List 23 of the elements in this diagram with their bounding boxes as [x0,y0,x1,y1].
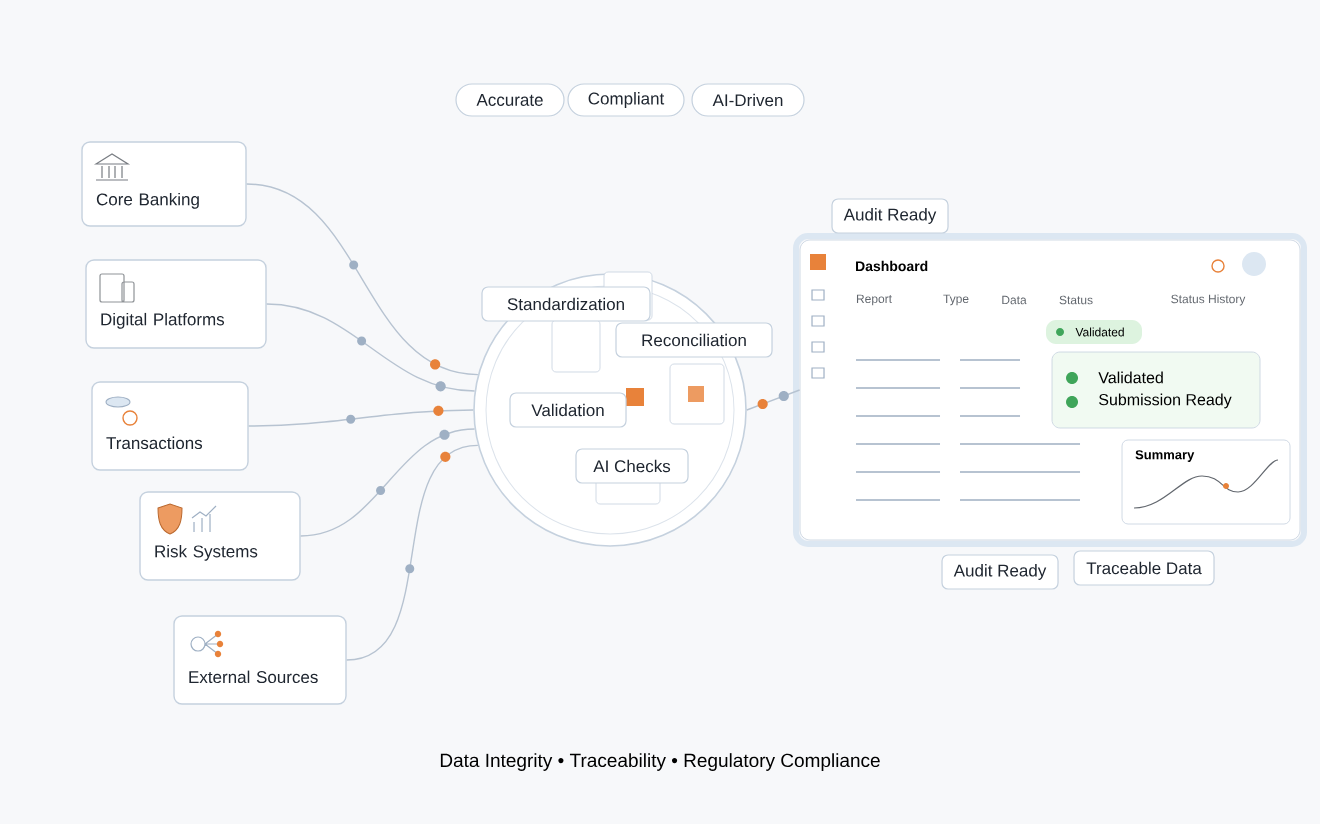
source-card: External Sources [173,615,347,705]
tag-pill: Compliant [567,83,685,117]
tag-label: Audit Ready [941,554,1059,590]
source-card: Transactions [91,381,249,471]
tag-label: Audit Ready [831,198,949,234]
connector-line [346,444,479,661]
step-label: Reconciliation [615,322,773,358]
tag-label: Traceable Data [1073,550,1215,586]
connector-line [300,428,476,537]
connector-line [246,183,479,376]
caption: Data Integrity • Traceability • Regulatory Compliance [440,753,880,771]
tag-pill: Accurate [455,83,565,117]
source-card: Digital Platforms [85,259,267,349]
connector-line [248,405,474,427]
tag-pill: AI-Driven [691,83,805,117]
source-card: Core Banking [81,141,247,227]
step-label: Validation [509,392,627,428]
status-card: Validated Submission Ready [1051,351,1261,429]
source-card: Risk Systems [139,491,301,581]
connector-line [266,303,476,392]
step-label: AI Checks [575,448,689,484]
step-label: Standardization [481,286,651,322]
connector-line [746,389,801,411]
